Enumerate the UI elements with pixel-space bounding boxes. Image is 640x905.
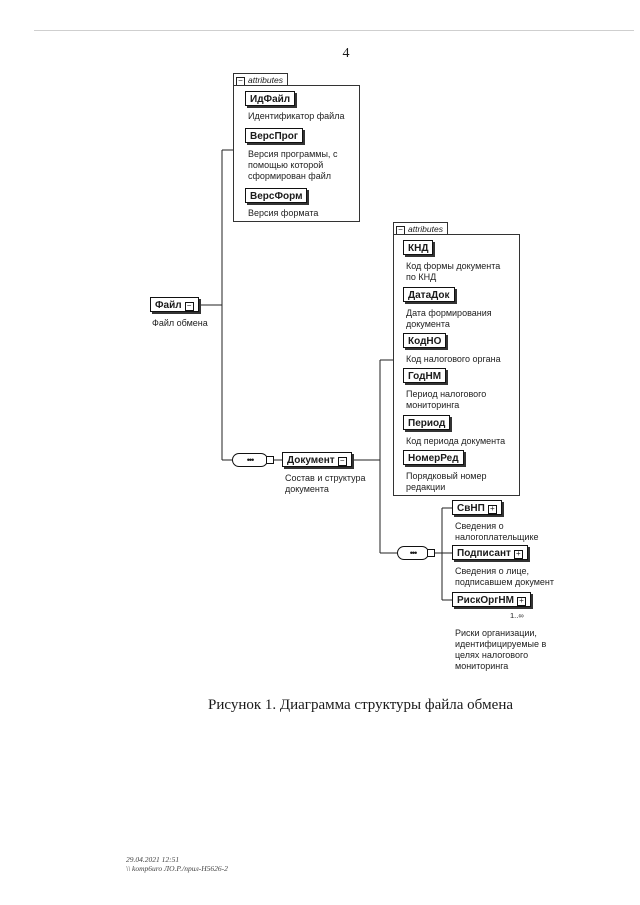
attributes-label: attributes — [248, 75, 283, 85]
footer-line-2: \\ komp6uro ЛО.Р./прил-Н5626-2 — [126, 864, 228, 873]
element-riskorgnm-desc-3: целях налогового — [455, 650, 529, 660]
attr-datadok-desc-2: документа — [406, 319, 450, 329]
attr-versprog[interactable]: ВерсПрог — [245, 128, 304, 143]
element-svnp-desc-2: налогоплательщике — [455, 532, 539, 542]
element-riskorgnm-desc-4: мониторинга — [455, 661, 509, 671]
element-dokument-desc-1: Состав и структура — [285, 473, 366, 483]
element-podpisant-desc-2: подписавшем документ — [455, 577, 555, 587]
attr-idfail-desc: Идентификатор файла — [248, 111, 345, 121]
root-element-desc: Файл обмена — [152, 318, 208, 328]
expand-icon[interactable]: + — [513, 550, 523, 559]
attr-godnm-desc-2: мониторинга — [406, 400, 460, 410]
attr-kodno[interactable]: КодНО — [403, 333, 447, 348]
element-dokument-desc-2: документа — [285, 484, 329, 494]
element-label: Документ — [287, 455, 335, 466]
attr-nomerred[interactable]: НомерРед — [403, 450, 464, 465]
attr-label: ВерсФорм — [250, 191, 303, 202]
figure-caption: Рисунок 1. Диаграмма структуры файла обм… — [208, 697, 514, 713]
attr-label: КНД — [408, 243, 429, 254]
sequence-icon: ••• — [246, 454, 255, 465]
sequence-icon: ••• — [409, 547, 418, 558]
footer-line-1: 29.04.2021 12:51 — [126, 855, 180, 864]
element-label: РискОргНМ — [457, 595, 514, 606]
attr-godnm-desc-1: Период налогового — [406, 389, 487, 399]
element-podpisant[interactable]: Подписант+ — [452, 545, 528, 560]
attr-label: ИдФайл — [250, 94, 291, 105]
attr-label: Период — [408, 418, 446, 429]
attr-nomerred-desc-1: Порядковый номер — [406, 471, 487, 481]
element-riskorgnm-desc-1: Риски организации, — [455, 628, 537, 638]
attr-datadok[interactable]: ДатаДок — [403, 287, 455, 302]
collapse-icon[interactable]: − — [184, 302, 194, 311]
element-podpisant-desc-1: Сведения о лице, — [455, 566, 529, 576]
attr-label: НомерРед — [408, 453, 459, 464]
attr-versform-desc: Версия формата — [248, 208, 319, 218]
attr-versform[interactable]: ВерсФорм — [245, 188, 308, 203]
attr-knd-desc-2: по КНД — [406, 272, 437, 282]
sequence-connector-box — [427, 549, 435, 557]
element-svnp-desc-1: Сведения о — [455, 521, 504, 531]
attr-period[interactable]: Период — [403, 415, 451, 430]
collapse-icon[interactable]: − — [337, 457, 347, 466]
attributes-label: attributes — [408, 224, 443, 234]
attr-nomerred-desc-2: редакции — [406, 482, 446, 492]
attr-godnm[interactable]: ГодНМ — [403, 368, 447, 383]
attr-label: КодНО — [408, 336, 442, 347]
cardinality-label: 1..∞ — [510, 611, 524, 620]
page-number: 4 — [342, 46, 350, 61]
element-svnp[interactable]: СвНП+ — [452, 500, 502, 515]
sequence-compositor-document[interactable]: ••• — [397, 546, 429, 560]
element-riskorgnm-desc-2: идентифицируемые в — [455, 639, 547, 649]
attr-versprog-desc-2: помощью которой — [248, 160, 324, 170]
expand-icon[interactable]: + — [517, 597, 526, 606]
expand-icon[interactable]: + — [487, 505, 497, 514]
element-riskorgnm[interactable]: РискОргНМ+ — [452, 592, 531, 607]
attr-period-desc: Код периода документа — [406, 436, 506, 446]
attributes-tab-root[interactable]: −attributes — [233, 73, 288, 86]
element-dokument[interactable]: Документ− — [282, 452, 352, 467]
element-label: Подписант — [457, 548, 511, 559]
attr-knd-desc-1: Код формы документа — [406, 261, 501, 271]
attr-label: ДатаДок — [408, 290, 450, 301]
attr-knd[interactable]: КНД — [403, 240, 434, 255]
root-element-label: Файл — [155, 300, 182, 311]
element-label: СвНП — [457, 503, 485, 514]
root-element-fail[interactable]: Файл− — [150, 297, 199, 312]
attr-versprog-desc-3: сформирован файл — [248, 171, 331, 181]
attr-versprog-desc-1: Версия программы, с — [248, 149, 338, 159]
attr-label: ВерсПрог — [250, 131, 299, 142]
attr-kodno-desc: Код налогового органа — [406, 354, 501, 364]
attr-label: ГодНМ — [408, 371, 442, 382]
sheet-edge — [34, 30, 634, 31]
sequence-connector-box — [266, 456, 274, 464]
sequence-compositor[interactable]: ••• — [232, 453, 268, 467]
attr-idfail[interactable]: ИдФайл — [245, 91, 296, 106]
attr-datadok-desc-1: Дата формирования — [406, 308, 492, 318]
